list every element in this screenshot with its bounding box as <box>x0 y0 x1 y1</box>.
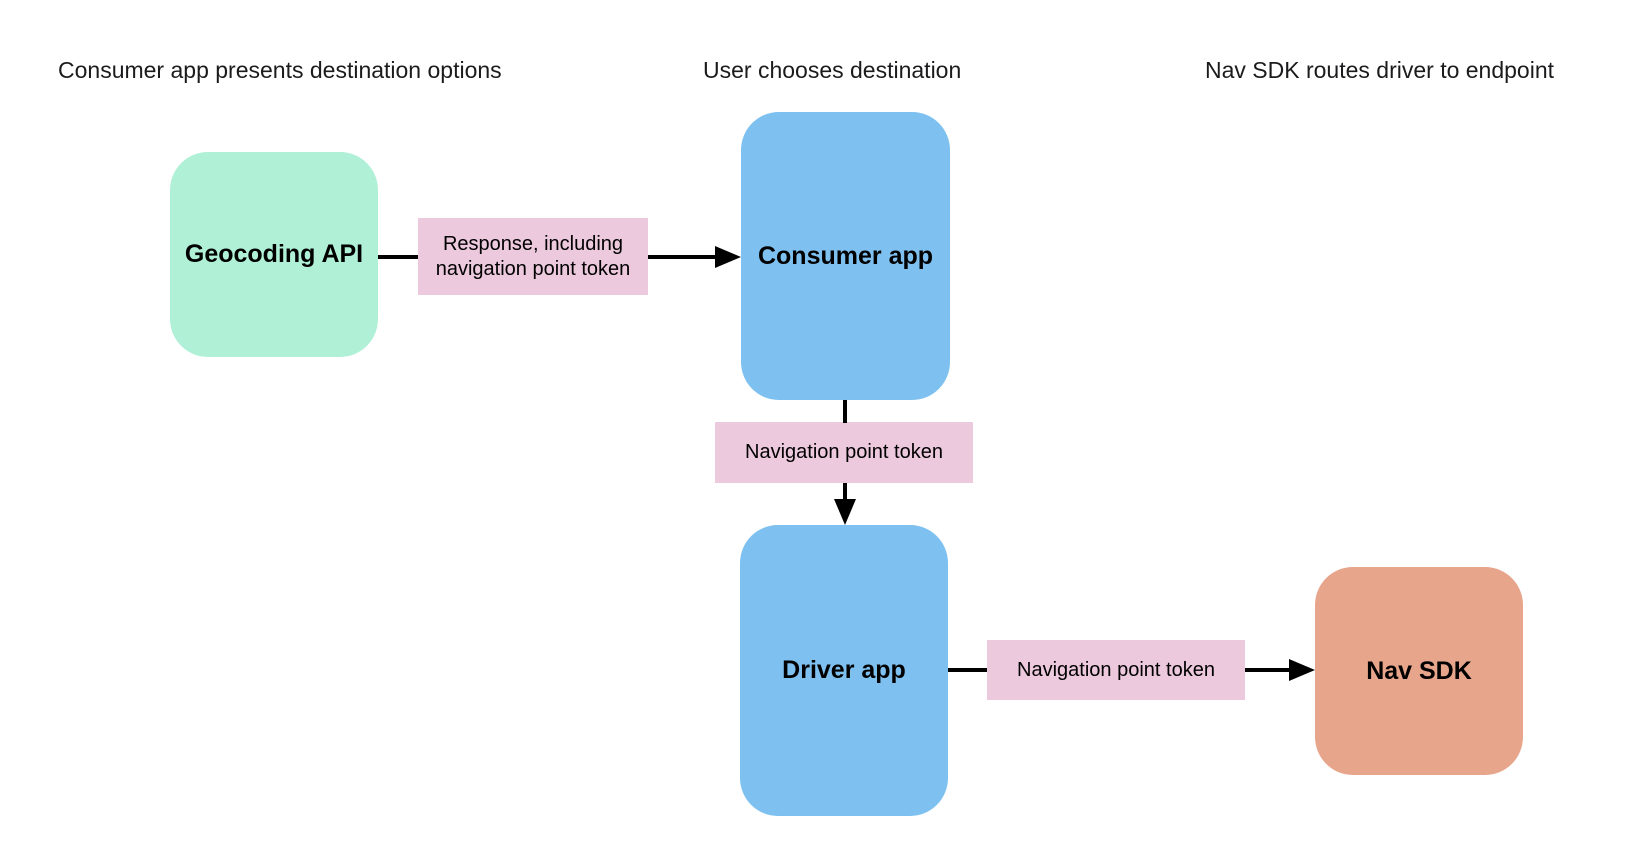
connector-consumer-to-token-label <box>843 400 847 423</box>
node-geocoding-api: Geocoding API <box>170 152 378 357</box>
connector-geocoding-to-response-label <box>378 255 418 259</box>
edge-label-response-text: Response, including navigation point tok… <box>435 232 631 280</box>
edge-label-token-driver-to-navsdk: Navigation point token <box>987 640 1245 700</box>
node-geocoding-api-label: Geocoding API <box>184 240 364 268</box>
node-consumer-app: Consumer app <box>741 112 950 400</box>
connector-response-label-to-consumer <box>648 255 717 259</box>
column-header-user-chooses: User chooses destination <box>703 57 962 83</box>
edge-label-token-driver-to-navsdk-text: Navigation point token <box>1017 658 1215 681</box>
column-header-consumer-presents: Consumer app presents destination option… <box>58 57 502 83</box>
arrowhead-down-icon <box>834 499 856 525</box>
node-driver-app-label: Driver app <box>782 656 906 684</box>
connector-driver-to-token-label <box>948 668 987 672</box>
node-consumer-app-label: Consumer app <box>757 241 934 270</box>
edge-label-response: Response, including navigation point tok… <box>418 218 648 295</box>
connector-token-label-to-navsdk <box>1245 668 1291 672</box>
node-nav-sdk-label: Nav SDK <box>1366 656 1472 685</box>
node-nav-sdk: Nav SDK <box>1315 567 1523 775</box>
arrowhead-right-icon <box>1289 659 1315 681</box>
edge-label-token-consumer-to-driver: Navigation point token <box>715 422 973 483</box>
arrowhead-right-icon <box>715 246 741 268</box>
column-header-navsdk-routes: Nav SDK routes driver to endpoint <box>1205 57 1555 83</box>
edge-label-token-consumer-to-driver-text: Navigation point token <box>745 441 943 463</box>
node-driver-app: Driver app <box>740 525 948 816</box>
connector-token-label-to-driver <box>843 483 847 500</box>
